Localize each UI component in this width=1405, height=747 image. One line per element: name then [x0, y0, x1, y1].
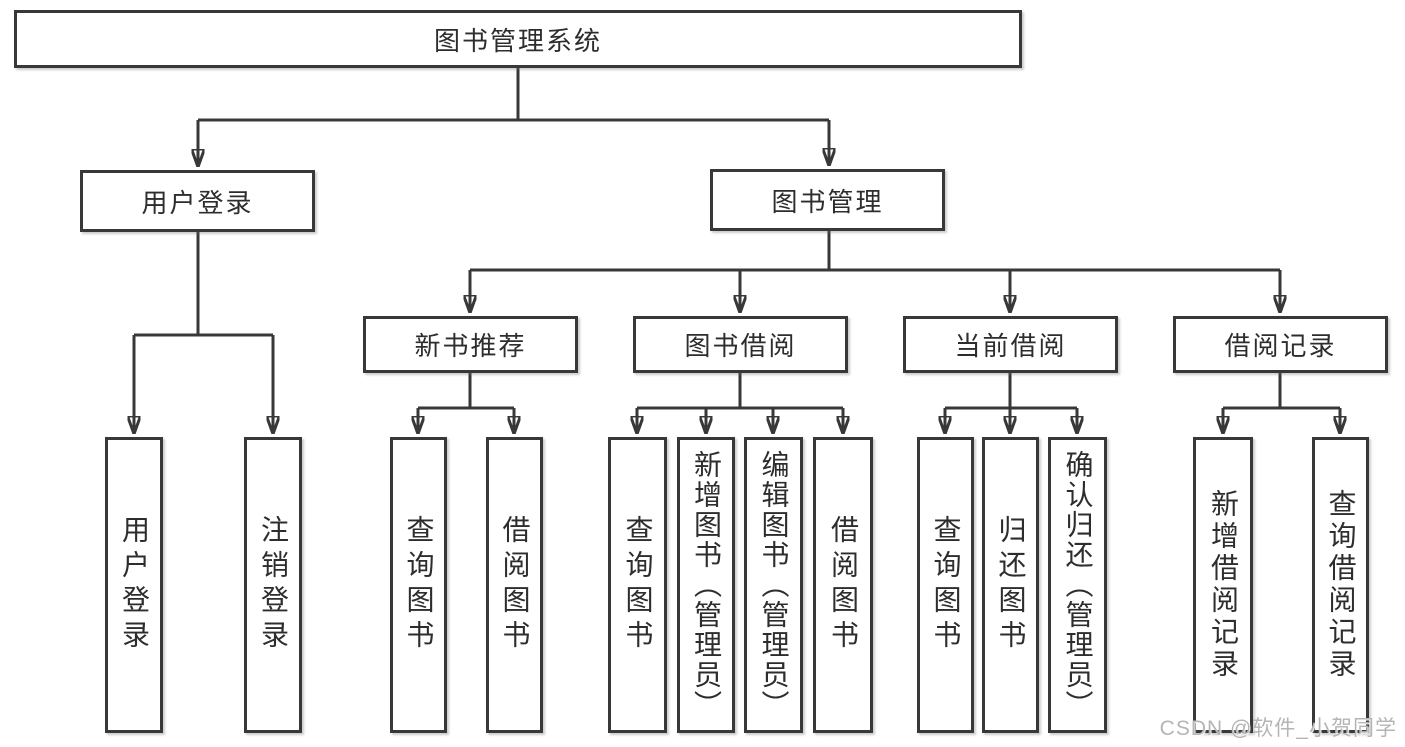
- connector-current-borrowing: [945, 373, 1077, 410]
- connector-user-login: [134, 232, 273, 337]
- node-book-management-label: 图书管理: [771, 186, 884, 217]
- node-current-borrowing: 当前借阅: [903, 316, 1118, 373]
- leaf-edit-books-admin: 编辑图书（管理员）: [744, 437, 803, 733]
- connector-new-book-recommendation: [418, 373, 514, 410]
- leaf-query-books-recommend: 查询图书: [390, 437, 447, 733]
- leaf-logout-login: 注销登录: [244, 437, 302, 733]
- node-borrowing-records: 借阅记录: [1173, 316, 1388, 373]
- connector-book-borrowing: [637, 373, 843, 410]
- leaf-add-books-admin-label: 新增图书（管理员）: [691, 450, 722, 720]
- node-book-borrowing: 图书借阅: [633, 316, 848, 373]
- node-new-book-recommendation-label: 新书推荐: [414, 331, 527, 361]
- leaf-query-books-current: 查询图书: [917, 437, 974, 733]
- connector-borrowing-records: [1223, 373, 1340, 410]
- watermark-text: CSDN @软件_小贺同学: [1159, 717, 1397, 740]
- leaf-query-books-current-label: 查询图书: [930, 515, 962, 655]
- node-book-management: 图书管理: [710, 169, 945, 231]
- leaf-return-books: 归还图书: [982, 437, 1039, 733]
- node-book-borrowing-label: 图书借阅: [684, 331, 797, 361]
- connector-root: [198, 68, 829, 122]
- leaf-confirm-return-admin: 确认归还（管理员）: [1048, 437, 1107, 733]
- node-root: 图书管理系统: [14, 10, 1022, 68]
- leaf-borrow-books-recommend: 借阅图书: [486, 437, 543, 733]
- leaf-user-login-label: 用户登录: [119, 515, 150, 655]
- node-user-login: 用户登录: [80, 170, 315, 232]
- leaf-borrow-books-borrowing: 借阅图书: [813, 437, 873, 733]
- leaf-query-borrow-record-label: 查询借阅记录: [1325, 489, 1357, 681]
- leaf-query-books-borrowing: 查询图书: [608, 437, 667, 733]
- leaf-borrow-books-borrowing-label: 借阅图书: [828, 515, 859, 655]
- leaf-borrow-books-recommend-label: 借阅图书: [499, 515, 531, 655]
- leaf-add-borrow-record-label: 新增借阅记录: [1208, 489, 1239, 681]
- node-current-borrowing-label: 当前借阅: [954, 331, 1067, 361]
- leaf-confirm-return-admin-label: 确认归还（管理员）: [1062, 450, 1094, 720]
- leaf-add-books-admin: 新增图书（管理员）: [677, 437, 735, 733]
- leaf-add-borrow-record: 新增借阅记录: [1193, 437, 1253, 733]
- connector-book-management: [470, 231, 1280, 272]
- leaf-return-books-label: 归还图书: [995, 515, 1027, 655]
- leaf-query-books-borrowing-label: 查询图书: [622, 515, 654, 655]
- node-root-label: 图书管理系统: [433, 25, 602, 56]
- leaf-query-borrow-record: 查询借阅记录: [1312, 437, 1369, 733]
- leaf-user-login: 用户登录: [105, 437, 163, 733]
- leaf-edit-books-admin-label: 编辑图书（管理员）: [758, 450, 790, 720]
- leaf-logout-login-label: 注销登录: [258, 515, 289, 655]
- leaf-query-books-recommend-label: 查询图书: [403, 515, 435, 655]
- node-borrowing-records-label: 借阅记录: [1224, 331, 1337, 361]
- node-new-book-recommendation: 新书推荐: [363, 316, 578, 373]
- node-user-login-label: 用户登录: [141, 187, 254, 218]
